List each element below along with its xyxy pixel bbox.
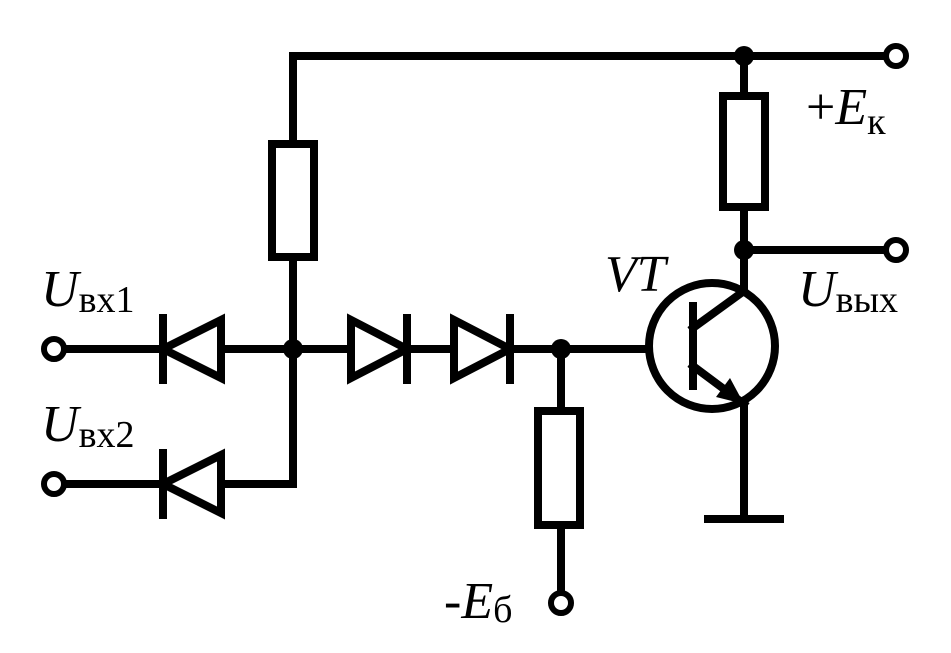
terminal-eb [548, 590, 574, 616]
diode-input1 [154, 313, 225, 385]
label-output: Uвых [798, 261, 898, 321]
diode-input2 [154, 448, 225, 520]
junction-dot [283, 339, 303, 359]
diode-shift-2 [450, 313, 519, 385]
label-input2: Uвх2 [41, 396, 135, 456]
terminal-input2 [41, 471, 67, 497]
emitter-arrow-icon [716, 378, 744, 404]
label-vt: VT [605, 246, 669, 303]
junction-dot [734, 46, 754, 66]
input2-line [60, 345, 297, 488]
resistor-base [534, 345, 584, 600]
label-eb: -Eб [444, 573, 512, 631]
terminal-input1 [41, 336, 67, 362]
resistor-collector [719, 52, 769, 295]
resistor-r1 [268, 140, 318, 351]
label-input1: Uвх1 [41, 261, 135, 321]
supply-rail [289, 52, 890, 148]
transistor-vt [645, 279, 779, 523]
junction-dot [551, 339, 571, 359]
terminal-output [883, 237, 909, 263]
label-ek: +Eк [806, 79, 886, 143]
diode-shift-1 [347, 313, 416, 385]
junction-dot [734, 240, 754, 260]
terminal-ek [883, 43, 909, 69]
